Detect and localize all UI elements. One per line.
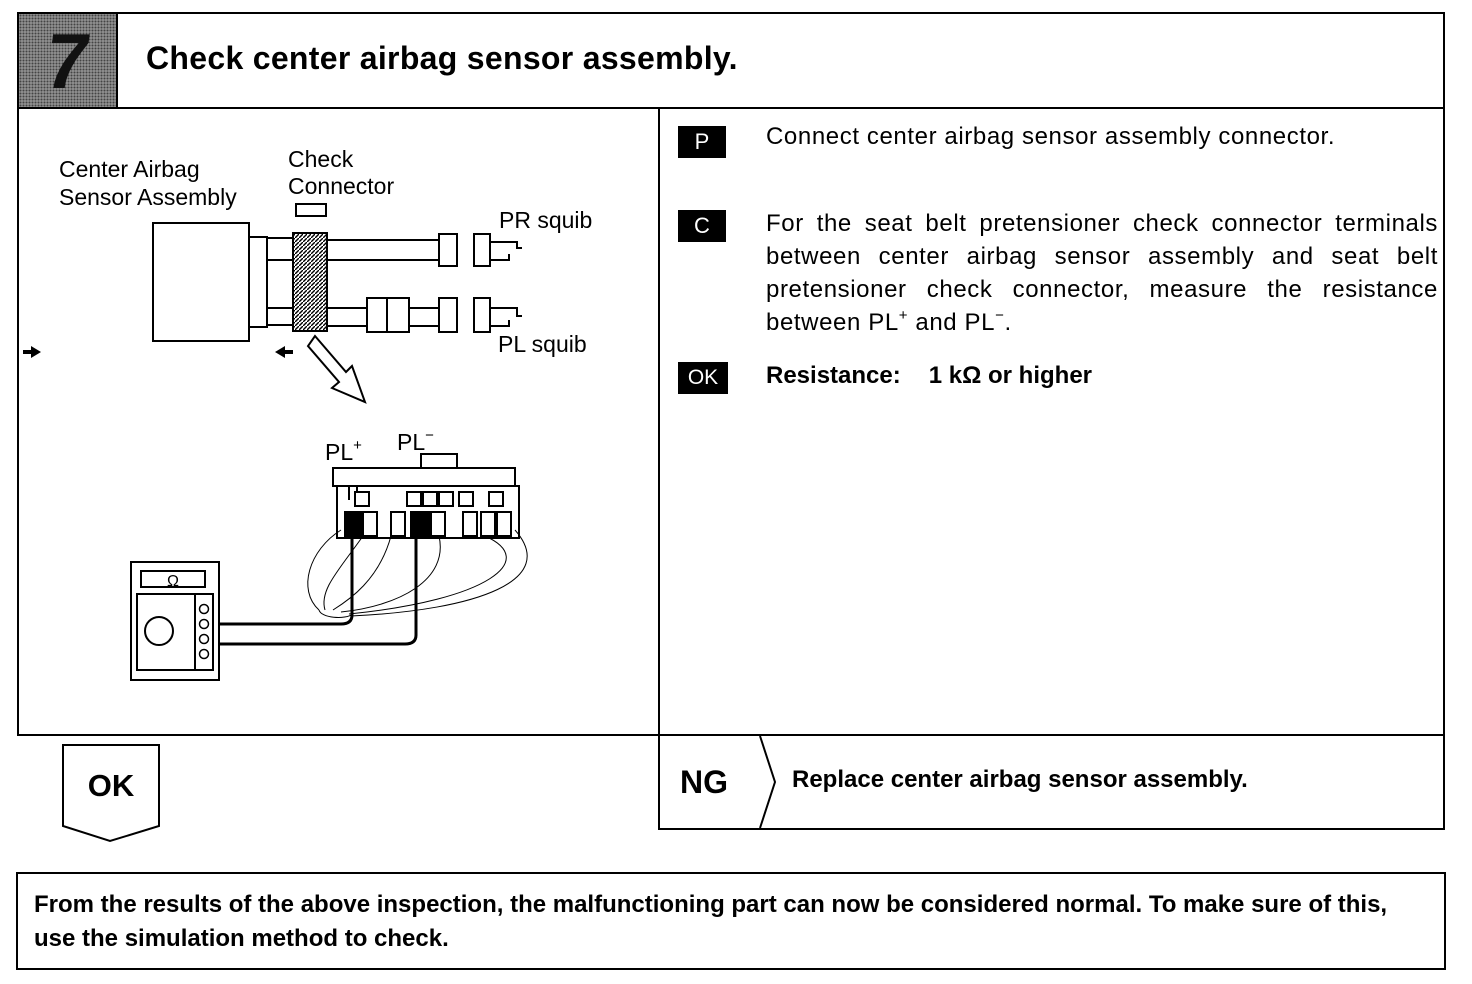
ok-arrow-icon [62, 744, 160, 843]
label-check-line1: Check [288, 146, 354, 172]
resistance-value: 1 kΩ or higher [928, 362, 1093, 389]
ohmmeter [130, 561, 220, 681]
resistance-label: Resistance: [766, 362, 901, 389]
ok-result-label: OK [87, 768, 135, 803]
step-number: 7 [39, 17, 96, 105]
instruction-c-text: For the seat belt pretensioner check con… [766, 210, 1438, 336]
center-airbag-sensor-assembly [152, 222, 268, 342]
step-title: Check center airbag sensor assembly. [146, 40, 738, 76]
badge-ok: OK [678, 362, 728, 394]
label-pl-squib: PL squib [498, 331, 587, 357]
resistance-spec: Resistance: 1 kΩ or higher [766, 362, 1092, 390]
label-center-airbag-line2: Sensor Assembly [59, 184, 237, 210]
ng-action-text: Replace center airbag sensor assembly. [792, 766, 1248, 793]
ng-result-box [658, 734, 1445, 830]
badge-p: P [678, 126, 726, 158]
note-text: From the results of the above inspection… [34, 891, 1388, 952]
connect-arrows-icon [23, 346, 293, 358]
pretensioner-check-connector-face [332, 453, 520, 539]
instruction-p-text: Connect center airbag sensor assembly co… [766, 123, 1336, 150]
squib-wiring [267, 233, 522, 333]
badge-c: C [678, 210, 726, 242]
column-divider [658, 108, 660, 736]
label-pl-minus: PL− [397, 427, 434, 455]
meter-probe-leads [211, 538, 418, 646]
check-connector [292, 203, 328, 332]
label-check-line2: Connector [288, 173, 394, 199]
ohm-symbol: Ω [167, 573, 179, 590]
note-box [16, 872, 1446, 970]
label-center-airbag-line1: Center Airbag [59, 156, 200, 182]
zoom-arrow-icon [306, 334, 367, 404]
label-pr-squib: PR squib [499, 207, 592, 233]
label-pl-plus: PL+ [325, 437, 362, 465]
ng-result-label: NG [680, 764, 728, 800]
title-divider [19, 107, 1443, 109]
wiring-diagram: Center Airbag Sensor Assembly Check Conn… [23, 146, 592, 681]
step-number-badge: 7 [19, 14, 118, 108]
ng-chevron-icon [759, 736, 777, 828]
